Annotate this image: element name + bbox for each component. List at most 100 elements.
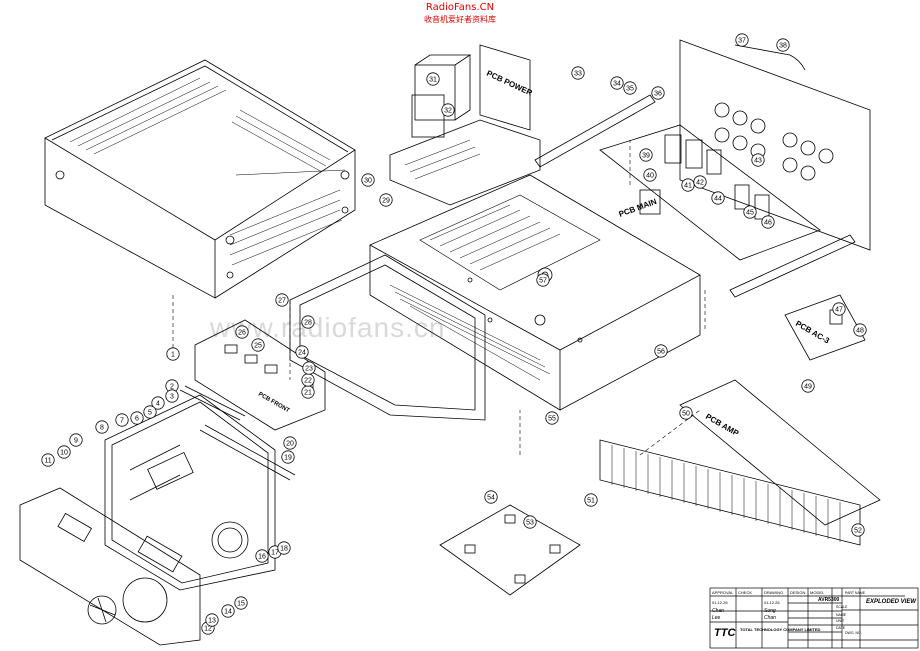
callout-number: 23 [305,365,313,372]
tb-date-2: 01.12.26 [764,600,780,605]
callout-18: 18 [277,541,291,555]
callout-number: 28 [304,319,312,326]
callout-13: 13 [205,613,219,627]
tb-check: CHECK [738,590,752,595]
callout-34: 34 [610,76,624,90]
callout-32: 32 [441,103,455,117]
callout-number: 54 [487,494,495,501]
callout-55: 55 [545,411,559,425]
power-transformer [389,44,541,206]
pcb-main-label: PCB MAIN [618,197,658,219]
callout-number: 19 [284,454,292,461]
pcb-front-label: PCB FRONT [257,392,291,415]
callout-number: 11 [44,457,51,464]
callout-number: 24 [298,349,306,356]
callout-number: 34 [613,80,621,87]
callout-number: 57 [539,277,547,284]
callout-16: 16 [255,549,269,563]
tb-sig-3: Song [764,608,776,614]
tb-drawing: DRAWING [764,590,783,595]
callout-number: 51 [587,497,595,504]
callout-number: 16 [258,553,266,560]
tb-logo: TTC [714,627,736,639]
callout-number: 8 [100,424,104,431]
callout-number: 41 [684,182,692,189]
pcb-amp-label: PCB AMP [704,412,741,438]
callout-number: 17 [271,549,279,556]
callout-number: 43 [754,157,762,164]
callout-41: 41 [681,178,695,192]
callout-49: 49 [801,379,815,393]
callout-number: 33 [574,70,582,77]
callout-20: 20 [283,436,297,450]
callout-number: 30 [364,177,372,184]
callout-number: 35 [626,85,634,92]
top-rail [534,94,656,168]
callout-43: 43 [751,153,765,167]
callout-number: 55 [548,415,556,422]
sub-chassis-frame [289,254,486,421]
callout-5: 5 [143,405,157,419]
callout-number: 36 [654,90,662,97]
callout-6: 6 [130,411,144,425]
callout-number: 5 [148,409,152,416]
front-escutcheon [19,487,201,646]
callout-number: 42 [696,179,704,186]
callout-number: 46 [764,219,772,226]
callout-7: 7 [115,413,129,427]
tb-name: NAME [836,613,847,617]
callout-53: 53 [523,515,537,529]
callout-number: 56 [657,348,665,355]
callout-57: 57 [536,273,550,287]
callout-number: 47 [835,306,843,313]
callout-number: 44 [714,195,722,202]
callout-number: 39 [642,152,650,159]
callout-number: 37 [738,37,746,44]
callout-37: 37 [735,33,749,47]
callout-number: 40 [646,172,654,179]
callout-number: 25 [254,342,262,349]
callout-number: 18 [280,545,288,552]
callout-number: 20 [286,440,294,447]
callout-8: 8 [95,420,109,434]
callout-29: 29 [379,193,393,207]
watermark: www.radiofans.cn [210,312,446,343]
title-block [709,587,919,649]
callout-number: 4 [156,400,160,407]
callout-number: 21 [304,389,312,396]
site-subtitle: 收音机爱好者资料库 [424,15,496,24]
callout-number: 53 [526,519,534,526]
rear-panel [679,39,871,251]
leader-lines [172,140,706,456]
callout-47: 47 [832,302,846,316]
tb-approval: APPROVAL [712,590,734,595]
callout-11: 11 [41,453,55,467]
title-block-text: APPROVAL CHECK DRAWING DESIGN MODEL AVR5… [712,590,917,639]
pcb-power-label: PCB POWER [485,69,534,98]
pcb-amp [599,379,881,546]
callout-46: 46 [761,215,775,229]
tb-date: DATE [836,626,846,630]
callout-number: 9 [74,437,78,444]
callout-number: 10 [60,449,68,456]
callout-40: 40 [643,168,657,182]
callout-number: 48 [856,327,864,334]
callout-number: 27 [278,297,286,304]
tb-company: TOTAL TECHNOLOGY COMPANY LIMITED [740,627,821,632]
site-title: RadioFans.CN [425,2,495,13]
callout-38: 38 [776,38,790,52]
callout-number: 50 [682,410,690,417]
tb-design: DESIGN [790,590,805,595]
callout-48: 48 [853,323,867,337]
callout-15: 15 [234,596,248,610]
callout-44: 44 [711,191,725,205]
callout-31: 31 [426,72,440,86]
callout-27: 27 [275,293,289,307]
callout-25: 25 [251,338,265,352]
callout-number: 14 [224,608,232,615]
tb-sig-2: Lee [712,615,721,621]
callout-36: 36 [651,86,665,100]
pcb-labels: PCB POWER PCB MAIN PCB AMP PCB AC-3 PCB … [257,69,831,439]
callout-number: 6 [135,415,139,422]
